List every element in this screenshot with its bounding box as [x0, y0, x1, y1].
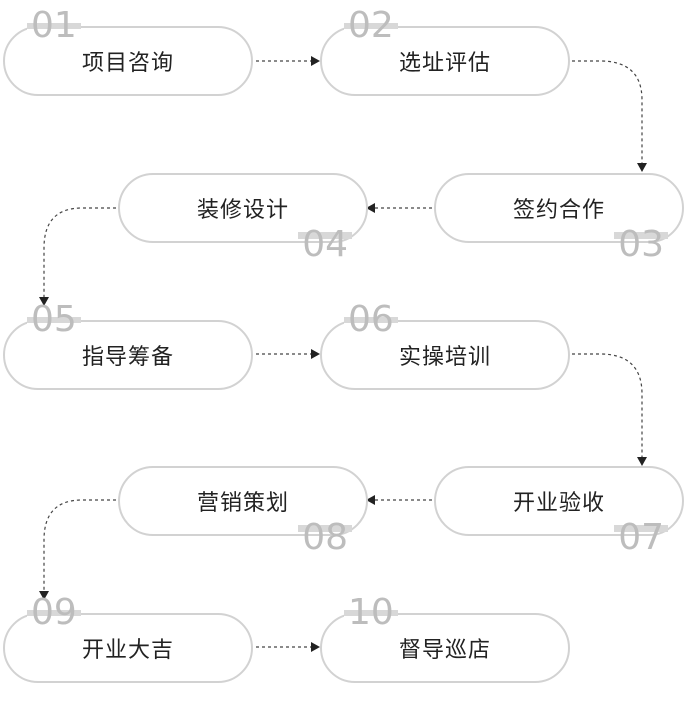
step-label: 开业大吉: [81, 638, 174, 663]
step-10: 督导巡店 10: [320, 595, 570, 683]
step-label: 实操培训: [398, 345, 491, 370]
step-pill: 指导筹备: [3, 320, 253, 390]
step-pill: 装修设计: [118, 173, 368, 243]
connector-08-09: [39, 499, 116, 600]
step-number: 07: [614, 520, 668, 556]
step-number: 09: [27, 595, 81, 631]
step-pill: 督导巡店: [320, 613, 570, 683]
step-label: 指导筹备: [81, 345, 174, 370]
step-pill: 营销策划: [118, 466, 368, 536]
step-number: 10: [344, 595, 398, 631]
step-number: 02: [344, 8, 398, 44]
step-pill: 开业验收: [434, 466, 684, 536]
step-label: 装修设计: [196, 198, 289, 223]
step-label: 选址评估: [398, 51, 491, 76]
step-number: 06: [344, 302, 398, 338]
step-label: 营销策划: [196, 491, 289, 516]
step-number: 03: [614, 227, 668, 263]
step-09: 开业大吉 09: [3, 595, 253, 683]
step-03: 签约合作 03: [434, 173, 684, 263]
step-01: 项目咨询 01: [3, 8, 253, 96]
connector-04-05: [39, 207, 116, 306]
connector-02-03: [572, 60, 647, 172]
step-label: 督导巡店: [398, 638, 491, 663]
step-pill: 选址评估: [320, 26, 570, 96]
step-08: 营销策划 08: [118, 466, 368, 556]
step-pill: 签约合作: [434, 173, 684, 243]
step-pill: 实操培训: [320, 320, 570, 390]
step-07: 开业验收 07: [434, 466, 684, 556]
connector-06-07: [572, 353, 647, 466]
step-06: 实操培训 06: [320, 302, 570, 390]
step-pill: 开业大吉: [3, 613, 253, 683]
step-number: 08: [298, 520, 352, 556]
step-label: 签约合作: [512, 198, 605, 223]
step-number: 04: [298, 227, 352, 263]
step-number: 01: [27, 8, 81, 44]
step-05: 指导筹备 05: [3, 302, 253, 390]
step-number: 05: [27, 302, 81, 338]
step-04: 装修设计 04: [118, 173, 368, 263]
step-pill: 项目咨询: [3, 26, 253, 96]
step-02: 选址评估 02: [320, 8, 570, 96]
step-label: 项目咨询: [81, 51, 174, 76]
step-label: 开业验收: [512, 491, 605, 516]
